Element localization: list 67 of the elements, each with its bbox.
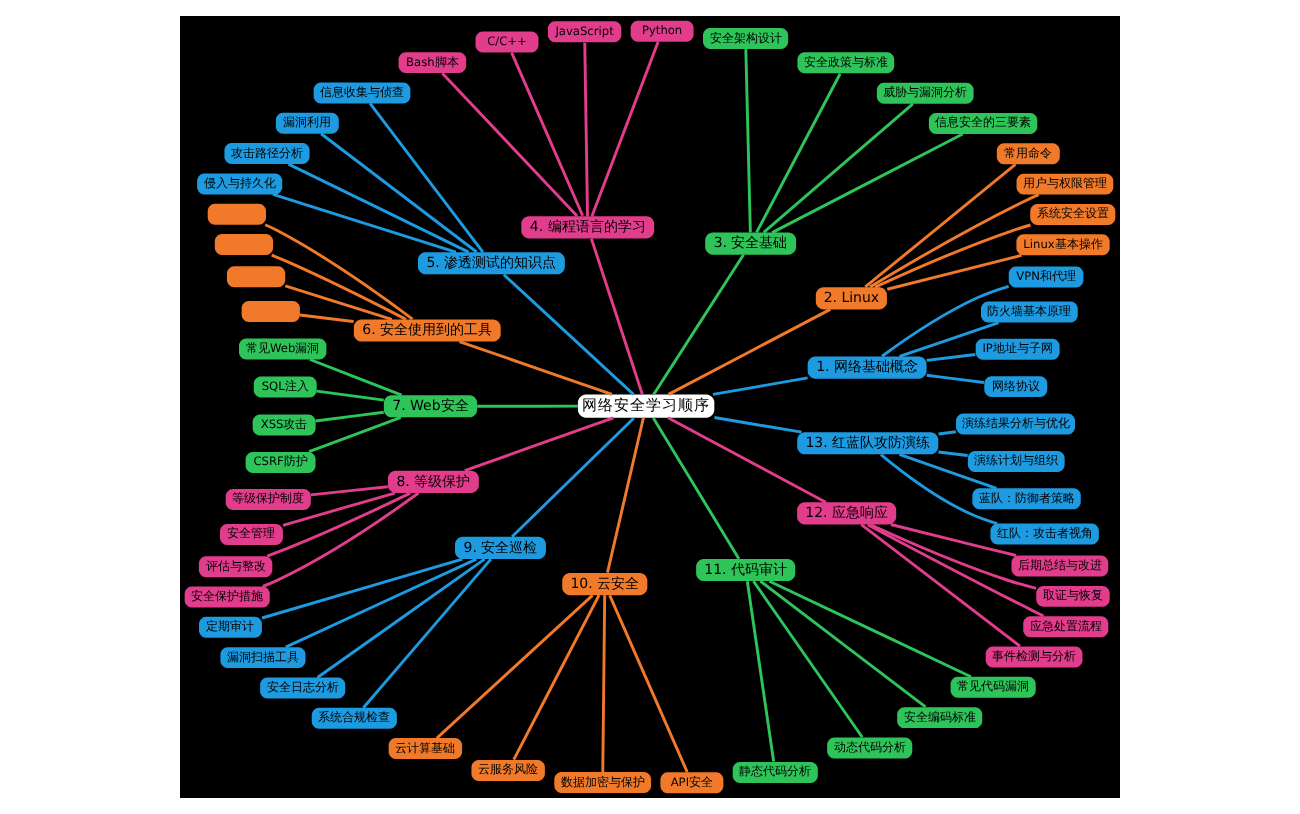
connector <box>264 223 414 321</box>
connector <box>762 102 914 234</box>
connector <box>464 416 614 473</box>
connector <box>744 49 752 233</box>
node-box <box>207 203 266 225</box>
connector <box>714 416 802 434</box>
connector <box>512 594 601 761</box>
connector <box>938 450 968 457</box>
connector <box>287 162 470 254</box>
connector <box>652 417 741 560</box>
connector <box>755 73 842 234</box>
connector <box>477 404 578 408</box>
connector <box>926 353 976 362</box>
connector <box>768 579 972 679</box>
connector <box>886 253 1022 291</box>
connector <box>869 523 1037 590</box>
connector <box>511 417 635 538</box>
connector <box>285 557 477 649</box>
node-box <box>226 266 286 288</box>
connector <box>752 580 864 739</box>
connector <box>368 102 485 253</box>
connector <box>667 416 827 504</box>
connector <box>712 376 808 396</box>
connector <box>299 313 354 323</box>
connector <box>601 595 607 772</box>
connector <box>284 284 393 321</box>
connector <box>867 523 1045 618</box>
connector <box>864 163 1017 289</box>
connector <box>589 238 644 395</box>
connector <box>652 254 745 396</box>
connector <box>899 321 1000 358</box>
connector <box>282 491 396 527</box>
connector <box>759 579 927 708</box>
connector <box>320 132 478 254</box>
connector <box>309 358 403 397</box>
connector <box>926 373 985 384</box>
connector <box>502 273 635 396</box>
connector <box>271 253 407 321</box>
connector <box>310 485 388 497</box>
connector <box>938 430 957 436</box>
connector <box>272 193 457 254</box>
connector <box>441 72 579 218</box>
connector <box>879 453 998 525</box>
connector <box>869 193 1040 289</box>
connector <box>510 52 584 217</box>
connector <box>771 132 964 234</box>
connector <box>458 340 613 396</box>
connector <box>583 42 589 217</box>
connector <box>315 410 384 423</box>
connector <box>262 491 420 588</box>
connector <box>745 581 776 762</box>
connector <box>667 308 831 396</box>
connector <box>308 416 402 454</box>
connector <box>860 523 1021 648</box>
connector <box>890 523 1017 557</box>
node-box <box>214 234 274 256</box>
connector <box>874 223 1031 289</box>
connector <box>316 557 486 679</box>
connector <box>362 558 492 709</box>
connector <box>606 417 645 573</box>
node-box <box>241 301 300 322</box>
connector <box>899 453 997 490</box>
connector <box>316 389 384 402</box>
connector <box>261 557 463 620</box>
connector <box>266 491 411 558</box>
connector <box>881 284 1010 358</box>
connector <box>435 594 594 740</box>
